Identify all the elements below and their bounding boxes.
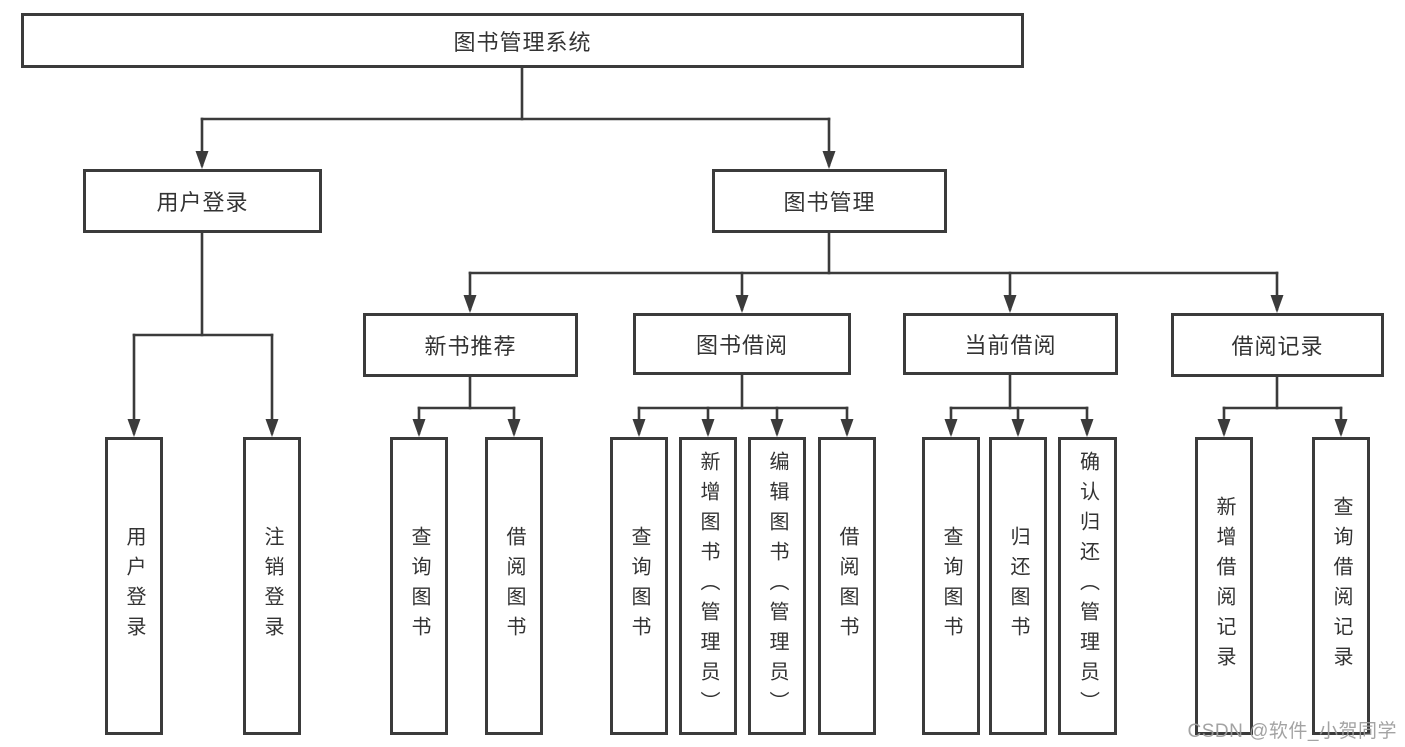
leaf-query-books-current: 查询图书 <box>922 437 980 735</box>
leaf-query-books-recommend-label: 查询图书 <box>408 526 430 646</box>
leaf-return-book-label: 归还图书 <box>1007 526 1029 646</box>
leaf-query-borrow-record: 查询借阅记录 <box>1312 437 1370 735</box>
node-new-book-recommend-label: 新书推荐 <box>424 334 517 359</box>
leaf-borrow-books-label: 借阅图书 <box>836 526 858 646</box>
node-current-borrow: 当前借阅 <box>903 313 1118 375</box>
leaf-query-books-borrow: 查询图书 <box>610 437 668 735</box>
leaf-logout-label: 注销登录 <box>261 526 283 646</box>
leaf-add-borrow-record-label: 新增借阅记录 <box>1213 496 1235 676</box>
node-book-management-label: 图书管理 <box>783 190 876 215</box>
node-borrow-records: 借阅记录 <box>1171 313 1384 377</box>
node-current-borrow-label: 当前借阅 <box>964 333 1057 358</box>
node-book-management: 图书管理 <box>712 169 947 233</box>
node-book-borrow: 图书借阅 <box>633 313 851 375</box>
node-user-login-label: 用户登录 <box>156 190 249 215</box>
leaf-add-borrow-record: 新增借阅记录 <box>1195 437 1253 735</box>
leaf-user-login-label: 用户登录 <box>123 526 145 646</box>
leaf-query-borrow-record-label: 查询借阅记录 <box>1330 496 1352 676</box>
leaf-logout: 注销登录 <box>243 437 301 735</box>
leaf-confirm-return-admin: 确认归还（管理员） <box>1058 437 1117 735</box>
watermark: CSDN @软件_小贺同学 <box>1187 721 1397 742</box>
leaf-add-book-admin-label: 新增图书（管理员） <box>697 451 719 721</box>
leaf-edit-book-admin-label: 编辑图书（管理员） <box>766 451 788 721</box>
leaf-query-books-current-label: 查询图书 <box>940 526 962 646</box>
leaf-query-books-recommend: 查询图书 <box>390 437 448 735</box>
leaf-borrow-books: 借阅图书 <box>818 437 876 735</box>
node-borrow-records-label: 借阅记录 <box>1231 334 1324 359</box>
node-root: 图书管理系统 <box>21 13 1024 68</box>
node-user-login: 用户登录 <box>83 169 322 233</box>
node-new-book-recommend: 新书推荐 <box>363 313 578 377</box>
leaf-borrow-books-recommend: 借阅图书 <box>485 437 543 735</box>
leaf-query-books-borrow-label: 查询图书 <box>628 526 650 646</box>
leaf-return-book: 归还图书 <box>989 437 1047 735</box>
leaf-edit-book-admin: 编辑图书（管理员） <box>748 437 806 735</box>
node-book-borrow-label: 图书借阅 <box>695 333 788 358</box>
leaf-confirm-return-admin-label: 确认归还（管理员） <box>1076 451 1099 721</box>
leaf-user-login: 用户登录 <box>105 437 163 735</box>
node-root-label: 图书管理系统 <box>453 29 592 55</box>
leaf-add-book-admin: 新增图书（管理员） <box>679 437 737 735</box>
leaf-borrow-books-recommend-label: 借阅图书 <box>503 526 525 646</box>
